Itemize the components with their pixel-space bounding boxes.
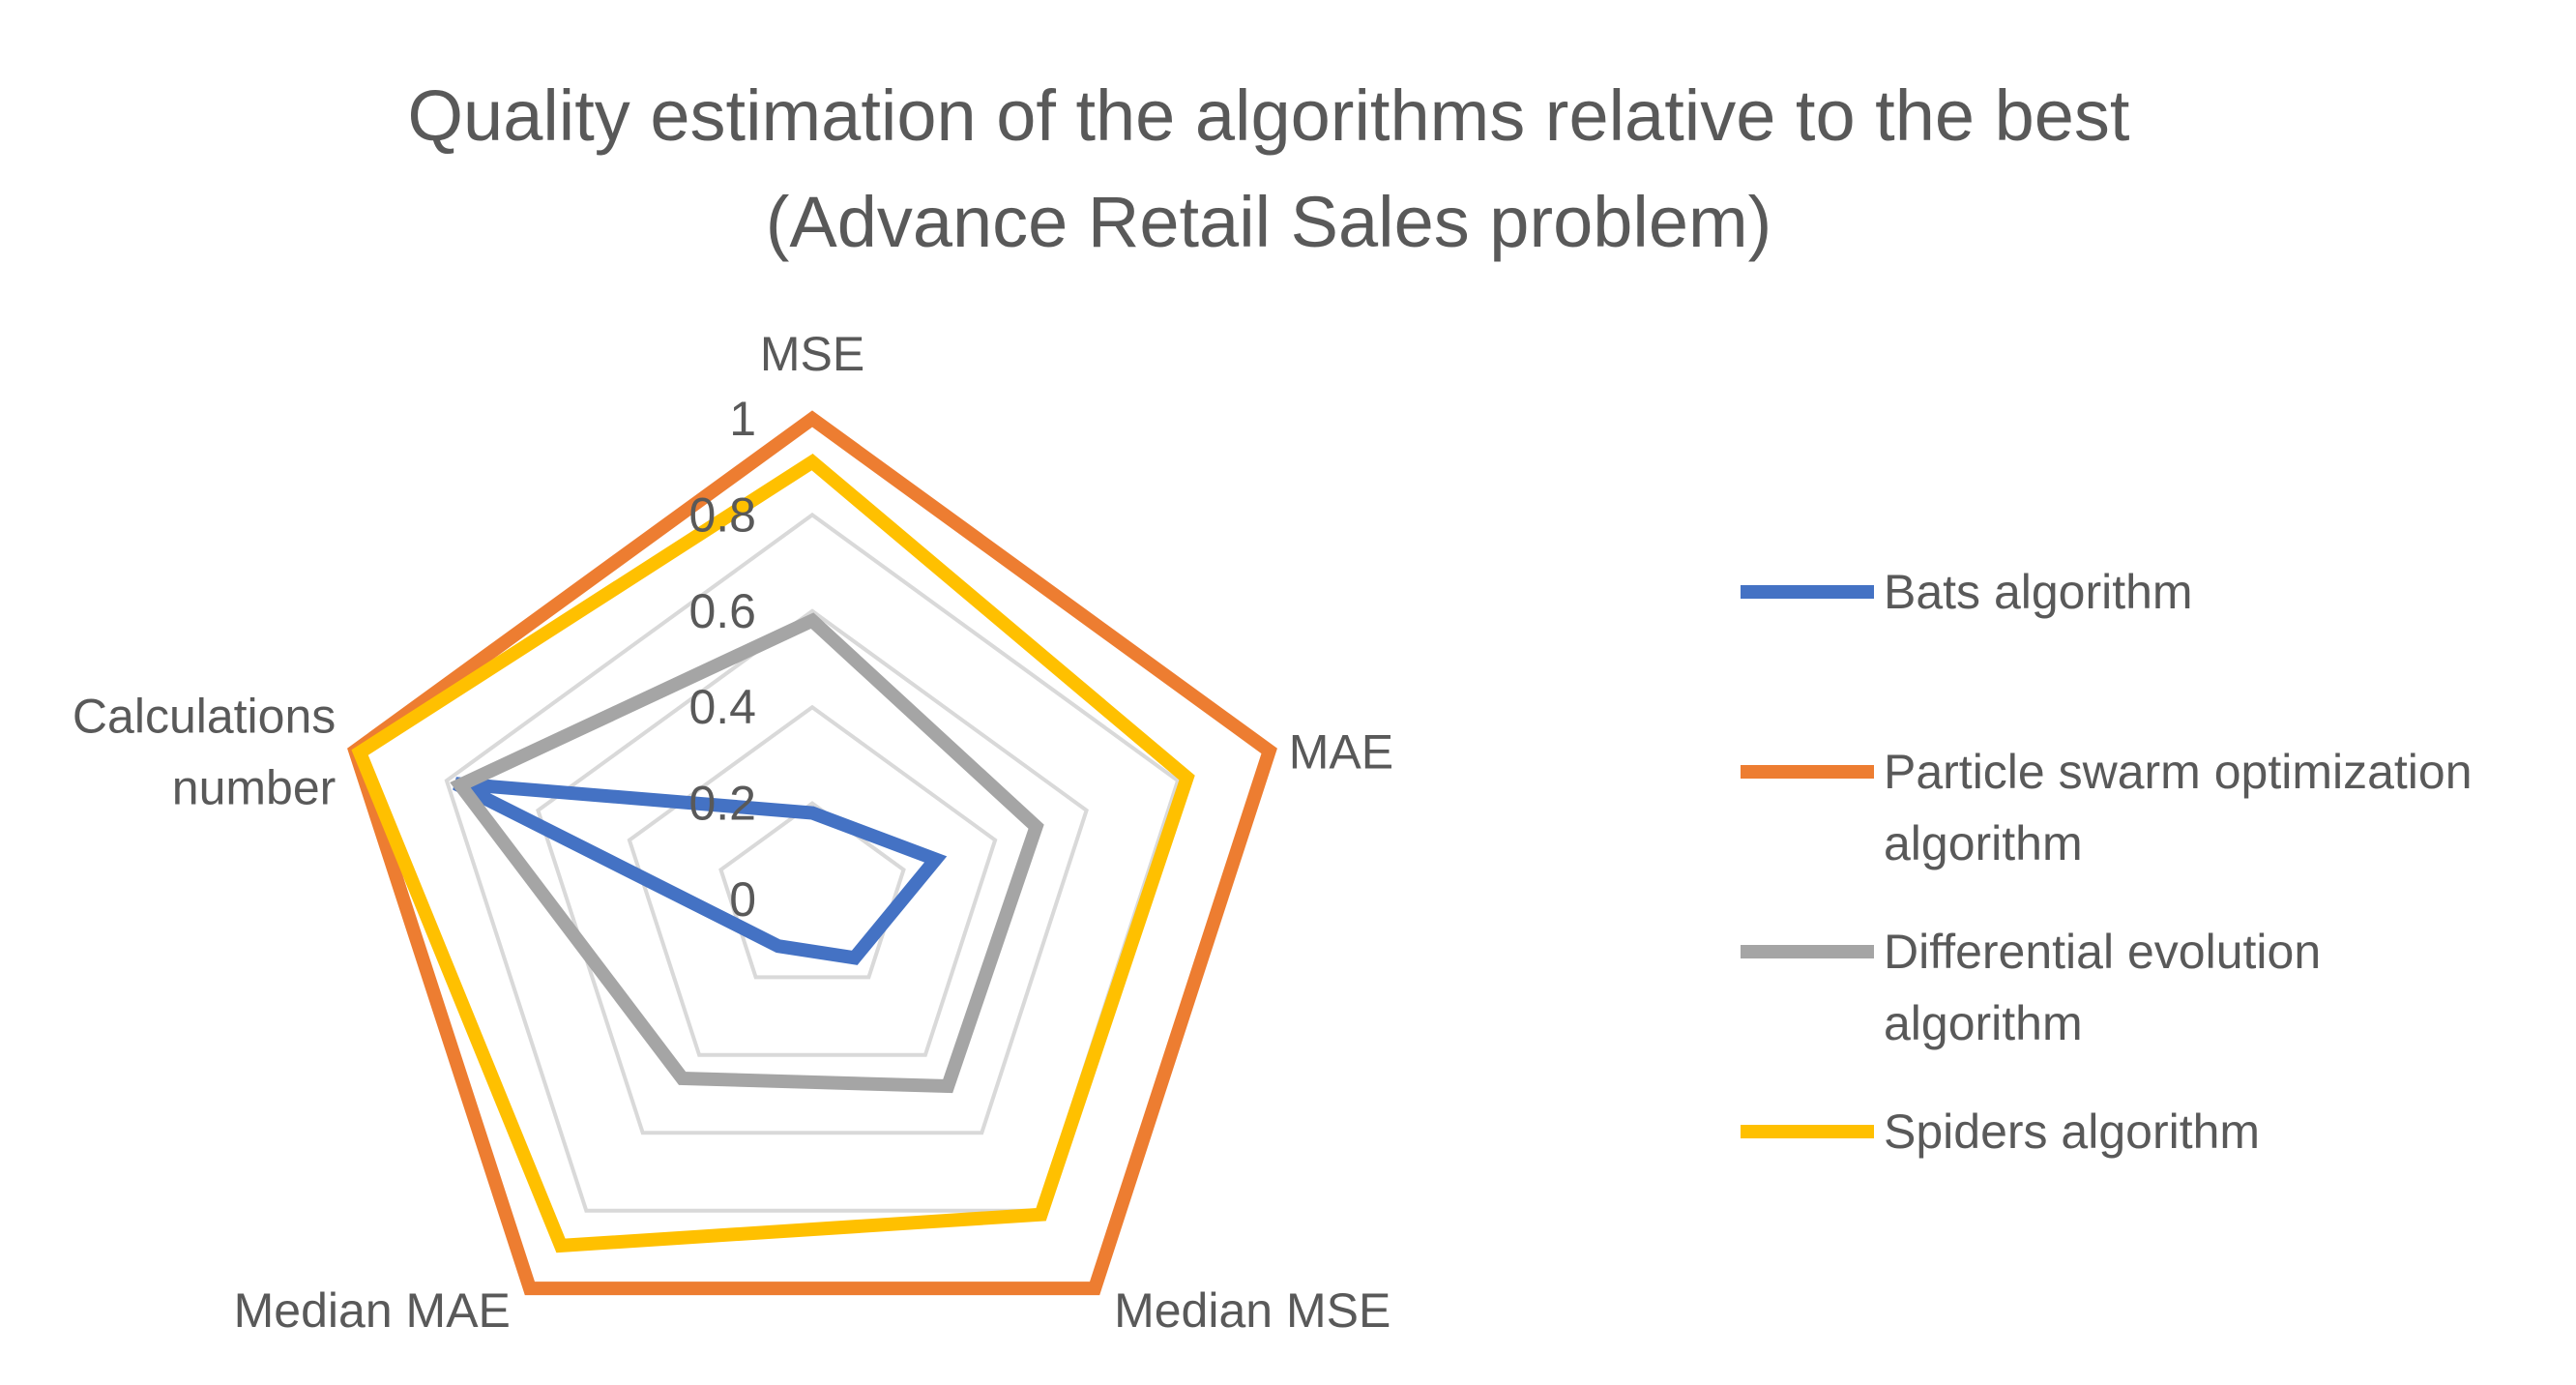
chart-title-line-2: (Advance Retail Sales problem)	[766, 182, 1772, 262]
axis-label-2-line-0: Median MSE	[1114, 1283, 1390, 1338]
tick-label-4: 0.8	[688, 487, 756, 542]
grid-ring-1	[718, 801, 906, 980]
axis-label-2: Median MSE	[1114, 1283, 1390, 1338]
axis-label-3-line-0: Median MAE	[234, 1283, 511, 1338]
axis-label-0: MSE	[760, 327, 864, 381]
radar-series	[347, 410, 1277, 1296]
series-1-line	[347, 410, 1277, 1296]
tick-label-3: 0.6	[688, 584, 756, 638]
grid-ring-2	[627, 704, 998, 1057]
axis-label-0-line-0: MSE	[760, 327, 864, 381]
tick-label-5: 1	[729, 392, 756, 446]
chart-title-line-1: Quality estimation of the algorithms rel…	[408, 75, 2130, 156]
grid-ring-4	[444, 512, 1181, 1213]
legend-item-0: Bats algorithm	[1741, 565, 2193, 619]
tick-label-2: 0.4	[688, 680, 756, 734]
axis-label-4-line-0: Calculations	[73, 689, 336, 743]
series-3-line	[351, 454, 1195, 1253]
legend-label-2-line-1: algorithm	[1884, 996, 2083, 1050]
axis-label-3: Median MAE	[234, 1283, 511, 1338]
series-2-line	[450, 612, 1044, 1094]
axis-label-4: Calculations number	[73, 689, 336, 814]
grid-ring-3	[536, 608, 1089, 1135]
legend-label-2-line-0: Differential evolution	[1884, 925, 2321, 979]
legend-item-3: Spiders algorithm	[1741, 1105, 2260, 1159]
legend-item-1: Particle swarm optimization algorithm	[1741, 745, 2473, 870]
series-0-line	[453, 777, 948, 965]
legend-label-0-line-0: Bats algorithm	[1884, 565, 2193, 619]
axis-label-4-line-1: number	[172, 760, 337, 814]
tick-label-0: 0	[729, 872, 756, 927]
axis-label-1-line-0: MAE	[1289, 724, 1393, 779]
legend-label-1-line-0: Particle swarm optimization	[1884, 745, 2473, 799]
axis-label-1: MAE	[1289, 724, 1393, 779]
legend-label-3-line-0: Spiders algorithm	[1884, 1105, 2260, 1159]
category-axis-labels: MSE MAE Median MSE Median MAE Calculations nu…	[73, 327, 1393, 1338]
tick-label-1: 0.2	[688, 777, 756, 831]
radial-tick-labels: 0 0.2 0.4 0.6 0.8 1	[688, 392, 756, 927]
legend-label-1-line-1: algorithm	[1884, 816, 2083, 870]
legend-item-2: Differential evolution algorithm	[1741, 925, 2321, 1050]
